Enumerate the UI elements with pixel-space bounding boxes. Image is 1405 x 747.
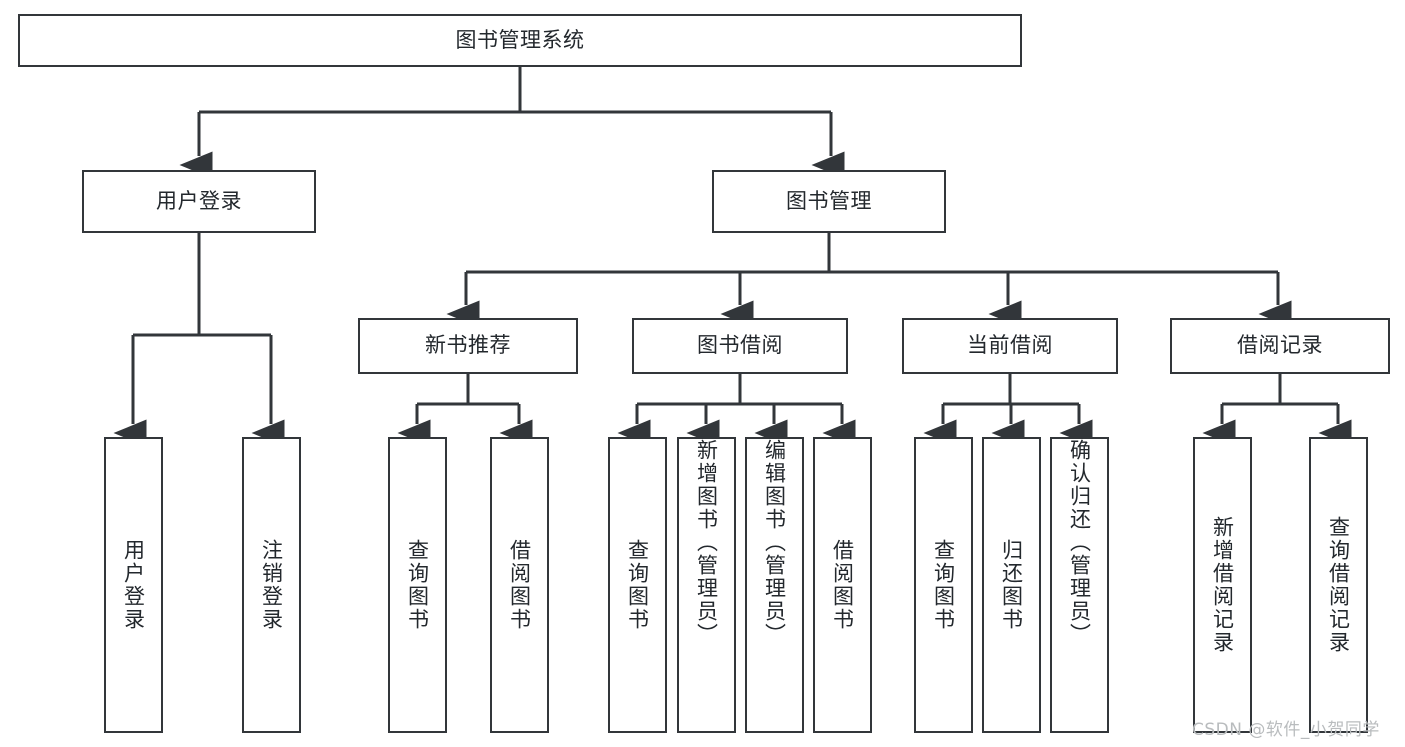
node-user-login-label: 用户登录 (156, 188, 242, 213)
leaf-borrow-book-2[interactable]: 借阅图书 (813, 437, 872, 733)
leaf-edit-book[interactable]: 编辑图书（管理员） (745, 437, 804, 733)
leaf-query-book-1[interactable]: 查询图书 (388, 437, 447, 733)
leaf-query-book-2-label: 查询图书 (625, 539, 650, 631)
node-current-borrow[interactable]: 当前借阅 (902, 318, 1118, 374)
leaf-query-record-label: 查询借阅记录 (1326, 516, 1351, 654)
node-new-book-recommend[interactable]: 新书推荐 (358, 318, 578, 374)
node-book-borrow[interactable]: 图书借阅 (632, 318, 848, 374)
leaf-logout-login-label: 注销登录 (259, 539, 284, 631)
leaf-borrow-book-2-label: 借阅图书 (830, 539, 855, 631)
leaf-query-book-1-label: 查询图书 (405, 539, 430, 631)
leaf-logout-login[interactable]: 注销登录 (242, 437, 301, 733)
leaf-borrow-book-1-label: 借阅图书 (507, 539, 532, 631)
node-book-borrow-label: 图书借阅 (697, 333, 783, 358)
leaf-add-record-label: 新增借阅记录 (1210, 516, 1235, 654)
leaf-add-book[interactable]: 新增图书（管理员） (677, 437, 736, 733)
leaf-confirm-return-label: 确认归还（管理员） (1067, 439, 1092, 646)
leaf-return-book[interactable]: 归还图书 (982, 437, 1041, 733)
node-root-label: 图书管理系统 (455, 27, 585, 52)
leaf-user-login[interactable]: 用户登录 (104, 437, 163, 733)
leaf-add-record[interactable]: 新增借阅记录 (1193, 437, 1252, 733)
leaf-query-record[interactable]: 查询借阅记录 (1309, 437, 1368, 733)
node-user-login[interactable]: 用户登录 (82, 170, 316, 233)
node-borrow-record-label: 借阅记录 (1237, 333, 1323, 358)
leaf-add-book-label: 新增图书（管理员） (694, 439, 719, 646)
leaf-query-book-3-label: 查询图书 (931, 539, 956, 631)
csdn-watermark: CSDN @软件_小贺同学 (1192, 720, 1380, 740)
node-current-borrow-label: 当前借阅 (967, 333, 1053, 358)
node-root[interactable]: 图书管理系统 (18, 14, 1022, 67)
leaf-return-book-label: 归还图书 (999, 539, 1024, 631)
node-borrow-record[interactable]: 借阅记录 (1170, 318, 1390, 374)
leaf-edit-book-label: 编辑图书（管理员） (762, 439, 787, 646)
leaf-borrow-book-1[interactable]: 借阅图书 (490, 437, 549, 733)
leaf-query-book-3[interactable]: 查询图书 (914, 437, 973, 733)
node-new-book-recommend-label: 新书推荐 (425, 333, 511, 358)
leaf-confirm-return[interactable]: 确认归还（管理员） (1050, 437, 1109, 733)
leaf-user-login-label: 用户登录 (121, 539, 146, 631)
leaf-query-book-2[interactable]: 查询图书 (608, 437, 667, 733)
node-book-manage[interactable]: 图书管理 (712, 170, 946, 233)
node-book-manage-label: 图书管理 (786, 188, 872, 213)
